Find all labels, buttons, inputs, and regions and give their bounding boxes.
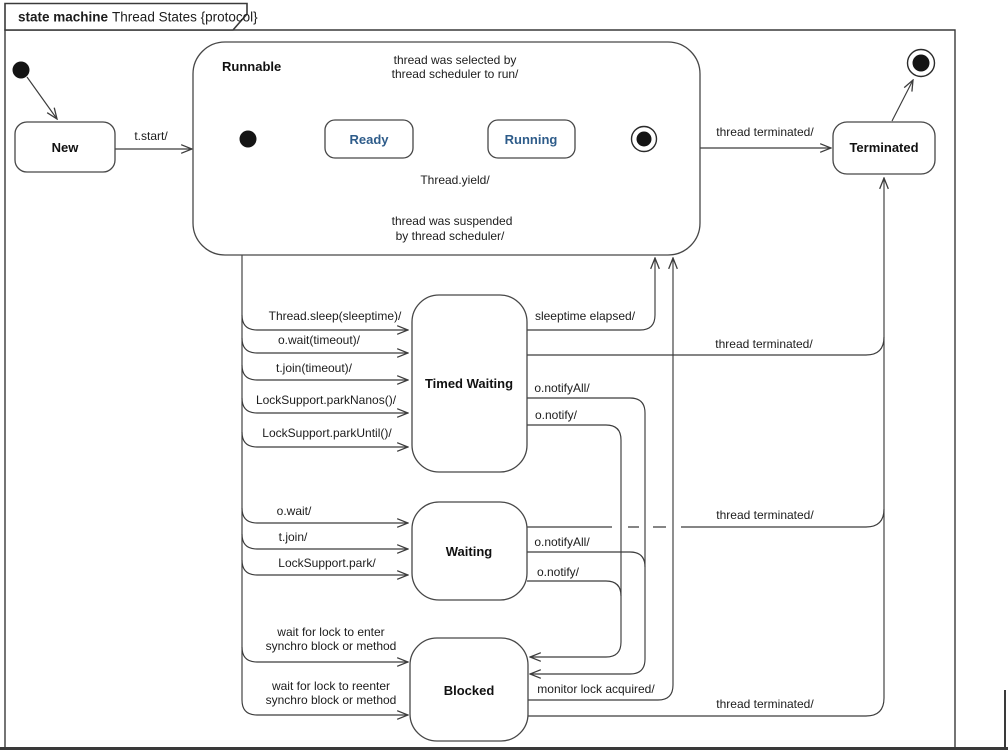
frame-border <box>4 29 956 750</box>
state-running[interactable] <box>487 119 576 159</box>
state-runnable-label: Runnable <box>222 59 281 74</box>
transition-sleeptime-elapsed[interactable] <box>527 258 655 331</box>
state-terminated[interactable] <box>832 121 936 175</box>
label-park-nanos: LockSupport.parkNanos()/ <box>256 393 397 407</box>
label-t-join: t.join/ <box>279 530 308 544</box>
transition-terminated-to-final[interactable] <box>891 80 913 122</box>
label-lock-park: LockSupport.park/ <box>278 556 376 570</box>
transition-t-join-timeout[interactable] <box>241 364 408 380</box>
label-thread-terminated-top: thread terminated/ <box>716 125 814 139</box>
state-timed-waiting[interactable] <box>411 294 528 473</box>
transition-o-wait[interactable] <box>241 507 408 523</box>
state-running-label: Running <box>505 132 558 147</box>
transition-tw-notify[interactable] <box>527 424 622 657</box>
transition-w-terminated[interactable] <box>527 508 885 528</box>
label-suspended-1: thread was suspended <box>392 214 513 228</box>
transition-lock-park[interactable] <box>241 559 408 575</box>
label-thread-sleep: Thread.sleep(sleeptime)/ <box>269 309 402 323</box>
label-o-wait-timeout: o.wait(timeout)/ <box>278 333 361 347</box>
transition-monitor-lock-acquired[interactable] <box>528 258 673 701</box>
label-thread-terminated-w: thread terminated/ <box>716 508 814 522</box>
label-notify-tw: o.notify/ <box>535 408 578 422</box>
transition-wait-enter-lock[interactable] <box>241 646 408 662</box>
state-ready[interactable] <box>324 119 414 159</box>
label-yield: Thread.yield/ <box>420 173 490 187</box>
label-wait-reenter-2: synchro block or method <box>266 693 397 707</box>
transition-w-notifyall[interactable] <box>527 551 646 568</box>
transition-thread-sleep[interactable] <box>241 314 408 330</box>
initial-state-icon[interactable] <box>12 61 30 79</box>
label-scheduler-selected-1: thread was selected by <box>394 53 517 67</box>
state-new-label: New <box>52 140 80 155</box>
label-notifyall-tw: o.notifyAll/ <box>534 381 590 395</box>
label-t-start: t.start/ <box>134 129 168 143</box>
transition-w-notify[interactable] <box>527 580 622 597</box>
label-thread-terminated-tw: thread terminated/ <box>715 337 813 351</box>
transition-tw-notifyall[interactable] <box>527 397 646 674</box>
runnable-initial-state-icon[interactable] <box>239 130 257 148</box>
transition-initial-to-new[interactable] <box>26 76 57 119</box>
label-wait-enter-1: wait for lock to enter <box>276 625 384 639</box>
state-ready-label: Ready <box>349 132 389 147</box>
label-wait-reenter-1: wait for lock to reenter <box>271 679 390 693</box>
transition-park-until[interactable] <box>241 431 408 447</box>
state-terminated-label: Terminated <box>849 140 918 155</box>
state-blocked[interactable] <box>409 637 529 742</box>
transition-park-nanos[interactable] <box>241 397 408 413</box>
state-runnable[interactable] <box>192 41 701 256</box>
label-thread-terminated-b: thread terminated/ <box>716 697 814 711</box>
final-state-icon[interactable] <box>906 48 936 78</box>
frame-title-tab <box>4 2 248 31</box>
transition-tw-terminated[interactable] <box>527 336 885 356</box>
state-new[interactable] <box>14 121 116 173</box>
window-bottom-edge <box>0 747 1008 750</box>
runnable-final-state-icon[interactable] <box>630 125 658 153</box>
label-scheduler-selected-2: thread scheduler to run/ <box>392 67 519 81</box>
state-waiting-label: Waiting <box>446 544 493 559</box>
label-notifyall-w: o.notifyAll/ <box>534 535 590 549</box>
label-notify-w: o.notify/ <box>537 565 580 579</box>
window-right-edge <box>1004 690 1006 750</box>
label-t-join-timeout: t.join(timeout)/ <box>276 361 353 375</box>
label-park-until: LockSupport.parkUntil()/ <box>262 426 392 440</box>
transition-wait-reenter-lock[interactable] <box>241 255 408 715</box>
transition-b-terminated[interactable] <box>528 178 884 717</box>
transition-t-join[interactable] <box>241 533 408 549</box>
label-monitor-lock: monitor lock acquired/ <box>537 682 655 696</box>
state-blocked-label: Blocked <box>444 683 495 698</box>
state-waiting[interactable] <box>411 501 528 601</box>
label-suspended-2: by thread scheduler/ <box>396 229 505 243</box>
label-wait-enter-2: synchro block or method <box>266 639 397 653</box>
label-o-wait: o.wait/ <box>277 504 312 518</box>
transition-o-wait-timeout[interactable] <box>241 337 408 353</box>
label-sleeptime-elapsed: sleeptime elapsed/ <box>535 309 636 323</box>
state-timed-waiting-label: Timed Waiting <box>425 376 513 391</box>
